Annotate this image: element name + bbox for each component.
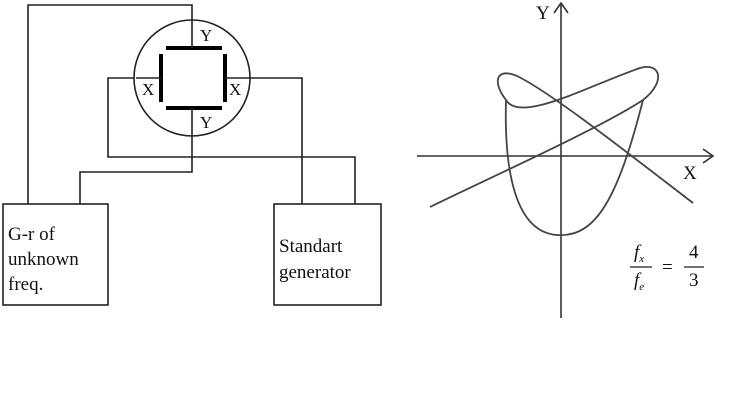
- lissajous-plot: X Y: [417, 1, 715, 318]
- plot-axes: X Y: [417, 1, 715, 318]
- unknown-generator-rect: [2, 203, 109, 306]
- unknown-generator-line-2: unknown: [8, 249, 79, 270]
- formula-numerator: fx: [634, 242, 644, 265]
- formula-ratio-numerator: 4: [689, 242, 699, 263]
- connection-wires: [27, 4, 356, 204]
- y-axis-label: Y: [536, 3, 550, 24]
- crt-tube: Y Y X X: [133, 19, 251, 137]
- standard-generator-box: Standart generator: [273, 203, 382, 306]
- frequency-ratio-formula: fx fe = 4 3: [630, 242, 704, 293]
- wire-left-x-to-standard: [107, 77, 356, 204]
- numerator-subscript: x: [638, 253, 644, 265]
- unknown-generator-line-3: freq.: [8, 274, 43, 295]
- standard-generator-rect: [273, 203, 382, 306]
- wire-top-y-to-unknown: [27, 4, 193, 204]
- circuit-schematic: Y Y X X G-r of unknown freq. Standart ge…: [2, 4, 382, 306]
- plate-label-right-x: X: [229, 80, 241, 99]
- denominator-subscript: e: [639, 281, 644, 293]
- denominator-symbol: f: [634, 270, 642, 291]
- unknown-generator-line-1: G-r of: [8, 224, 56, 245]
- x-axis-arrowhead: [702, 148, 715, 164]
- wire-bottom-y-to-unknown: [79, 137, 193, 204]
- x-axis-label: X: [683, 163, 697, 184]
- formula-equals: =: [662, 257, 673, 278]
- formula-denominator: fe: [634, 270, 644, 293]
- wire-right-x-to-standard: [250, 77, 303, 204]
- standard-generator-line-2: generator: [279, 262, 351, 283]
- numerator-symbol: f: [634, 242, 642, 263]
- y-axis-arrowhead: [553, 1, 569, 14]
- unknown-generator-box: G-r of unknown freq.: [2, 203, 109, 306]
- plate-label-top-y: Y: [200, 26, 212, 45]
- lissajous-curve: [429, 66, 694, 208]
- plate-label-left-x: X: [142, 80, 154, 99]
- standard-generator-line-1: Standart: [279, 236, 343, 257]
- lissajous-lower-loop: [504, 99, 644, 236]
- plate-label-bottom-y: Y: [200, 113, 212, 132]
- formula-ratio-denominator: 3: [689, 270, 699, 291]
